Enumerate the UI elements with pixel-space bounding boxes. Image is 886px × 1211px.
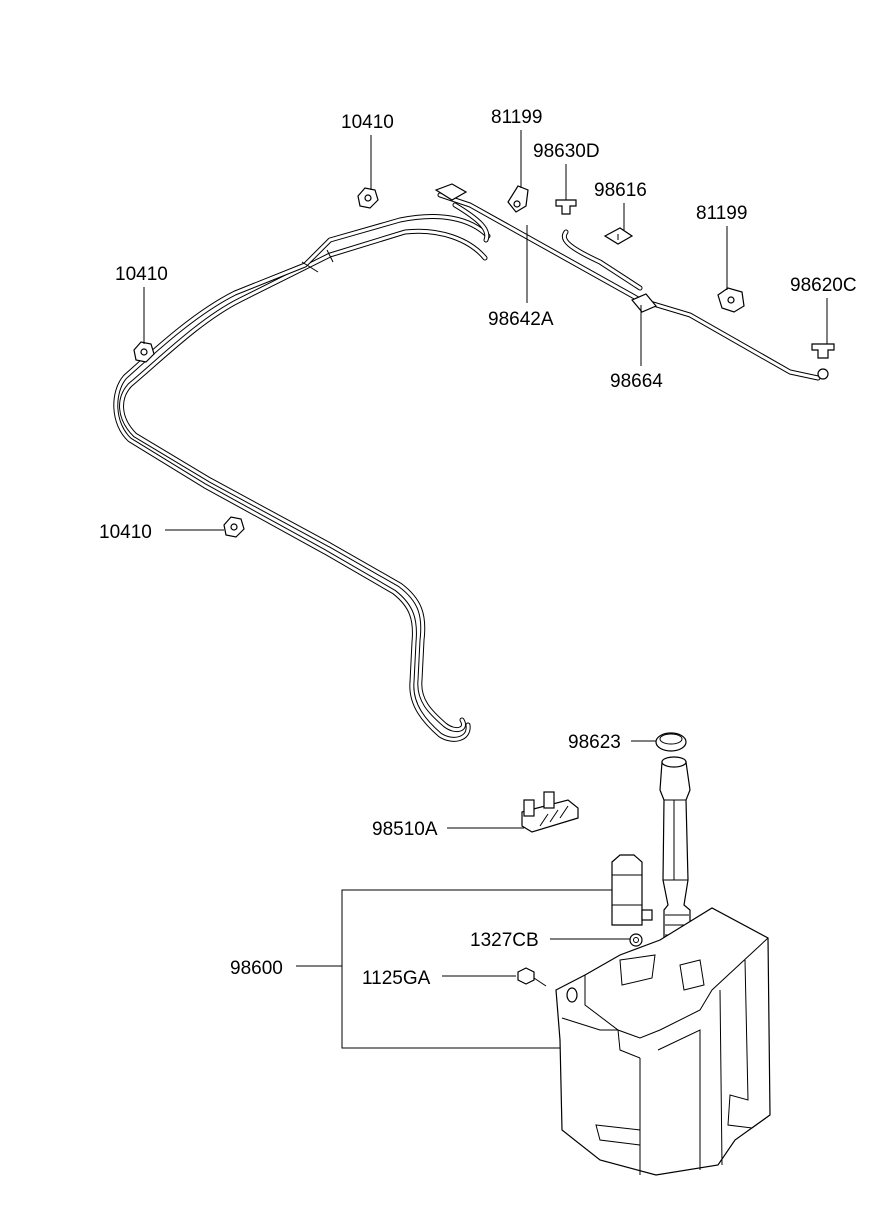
cap-98623 xyxy=(655,732,687,752)
grommet-1327CB xyxy=(629,933,643,947)
nozzle-98620C xyxy=(811,343,835,359)
label-10410-top: 10410 xyxy=(341,112,394,133)
label-98510A: 98510A xyxy=(372,819,438,840)
hose-clip-98510A xyxy=(521,791,579,833)
rear-washer-hose xyxy=(113,214,491,742)
label-98623: 98623 xyxy=(568,732,621,753)
bolt-1125GA xyxy=(517,967,547,987)
reservoir-tank xyxy=(555,907,771,1176)
nozzle-98630D xyxy=(555,199,577,215)
label-98642A: 98642A xyxy=(488,309,554,330)
group-bracket-98600 xyxy=(296,889,612,1049)
label-98600: 98600 xyxy=(230,958,283,979)
bracket-98616 xyxy=(603,227,634,245)
clip-10410-top xyxy=(357,187,379,209)
clip-10410-left xyxy=(133,341,155,363)
label-81199-a: 81199 xyxy=(491,107,542,128)
label-98616: 98616 xyxy=(594,180,647,201)
label-98664: 98664 xyxy=(610,371,663,392)
label-98630D: 98630D xyxy=(533,141,600,162)
callout-labels: 10410 10410 10410 81199 81199 98630D 986… xyxy=(99,107,857,989)
connector-98664 xyxy=(631,293,657,313)
clip-81199-b xyxy=(717,287,745,313)
clip-81199-a xyxy=(507,185,529,213)
clip-10410-mid xyxy=(223,516,245,538)
label-1125GA: 1125GA xyxy=(362,968,431,989)
label-98620C: 98620C xyxy=(790,275,857,296)
washer-pump xyxy=(611,854,653,926)
label-10410-mid: 10410 xyxy=(99,522,152,543)
label-10410-left: 10410 xyxy=(115,264,168,285)
leader-lines xyxy=(143,130,828,977)
label-81199-b: 81199 xyxy=(696,203,747,224)
filler-neck xyxy=(659,756,691,951)
front-washer-hose xyxy=(434,183,829,381)
label-1327CB: 1327CB xyxy=(470,930,539,951)
